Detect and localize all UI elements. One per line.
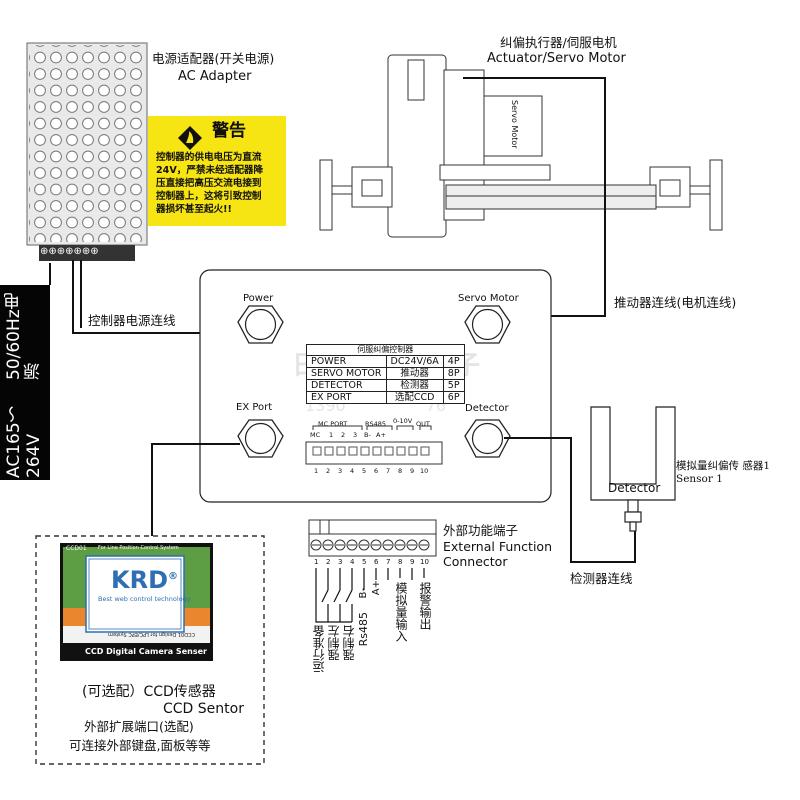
- actuator-title-en: Actuator/Servo Motor: [487, 51, 626, 66]
- detector-cable-label: 检测器连线: [570, 571, 633, 586]
- ex-port[interactable]: [237, 419, 284, 458]
- servo-port-label: Servo Motor: [458, 293, 519, 304]
- mains-label: AC165～264V 50/60Hz电源: [4, 292, 44, 478]
- servo-motor-text: Servo Motor: [510, 100, 519, 149]
- external-terminal-block: [308, 519, 437, 557]
- flame-hazard-icon: [178, 126, 202, 150]
- actuator-drawing: [319, 54, 723, 238]
- table-title: 伺服纠偏控制器: [306, 344, 465, 356]
- power-port[interactable]: [237, 305, 284, 344]
- adapter-cables: [72, 260, 237, 334]
- ccd-module: [60, 543, 213, 661]
- external-wiring: [315, 568, 425, 623]
- warning-title: 警告: [212, 121, 246, 141]
- ccd-code: CCD01: [66, 545, 87, 552]
- warning-text: 控制器的供电电压为直流 24V，严禁未经适配器降 压直接把高压交流电接到 控制器…: [156, 152, 264, 215]
- detector-port-label: Detector: [465, 403, 509, 414]
- ccd-brand: KRD®: [111, 566, 178, 594]
- detector-note: 模拟量纠偏传 感器1 Sensor 1: [676, 460, 771, 485]
- ccd-caption-en: CCD Sentor: [163, 701, 244, 717]
- adapter-title-en: AC Adapter: [178, 69, 252, 84]
- ext-title-en-2: Connector: [443, 554, 508, 569]
- ac-adapter: [26, 42, 148, 261]
- ex-port-label: EX Port: [236, 402, 273, 413]
- bm-label: B-: [358, 588, 369, 599]
- ccd-footer: CCD Digital Camera Senser: [85, 647, 207, 656]
- ccd-caption-cn: (可选配）CCD传感器: [82, 684, 216, 700]
- detector-cable: [504, 437, 636, 563]
- ext-title-en-1: External Function: [443, 539, 553, 554]
- controller-terminal-block: [305, 425, 443, 465]
- power-cable-label: 控制器电源连线: [88, 313, 176, 328]
- v010-label: 0-10V: [393, 417, 413, 425]
- servo-motor-port[interactable]: [464, 305, 511, 344]
- warning-box: [148, 116, 286, 226]
- power-port-label: Power: [243, 293, 274, 304]
- adapter-terminals: ⊕⊕⊕⊕⊕⊕⊕: [40, 246, 99, 257]
- actuator-cable-label: 推动器连线(电机连线): [614, 295, 737, 310]
- alarm-output-label: 报警输出: [418, 582, 432, 630]
- detector-port[interactable]: [464, 419, 511, 458]
- analog-input-label: 模拟量输入: [394, 582, 408, 642]
- ccd-banner: For Line Position Control System: [98, 545, 179, 551]
- force-right-label: 强制右: [342, 625, 356, 661]
- ccd-region: [35, 535, 265, 765]
- out-label: OUT: [416, 420, 430, 428]
- mains-bar: [0, 285, 50, 480]
- ext-port-note-1: 外部扩展端口(选配): [84, 719, 194, 734]
- detector-label: Detector: [608, 481, 661, 495]
- ccd-rev-text: CCD01 Design for LPC/EPC System: [108, 630, 195, 637]
- ex-port-cable: [151, 443, 240, 536]
- ext-port-note-2: 可连接外部键盘,面板等等: [69, 738, 211, 753]
- actuator-title-cn: 纠偏执行器/伺服电机: [500, 35, 617, 50]
- rs485-label: RS485: [365, 420, 387, 428]
- mc-port-label: MC PORT: [318, 420, 348, 428]
- detector-sensor: [590, 406, 676, 532]
- rs485-ext-label: Rs485: [357, 612, 370, 647]
- adapter-title-cn: 电源适配器(开关电源): [152, 51, 275, 66]
- ap-label: A+: [371, 580, 382, 596]
- ccd-slogan: Best web control technology: [98, 595, 191, 603]
- ext-title-cn: 外部功能端子: [443, 523, 519, 538]
